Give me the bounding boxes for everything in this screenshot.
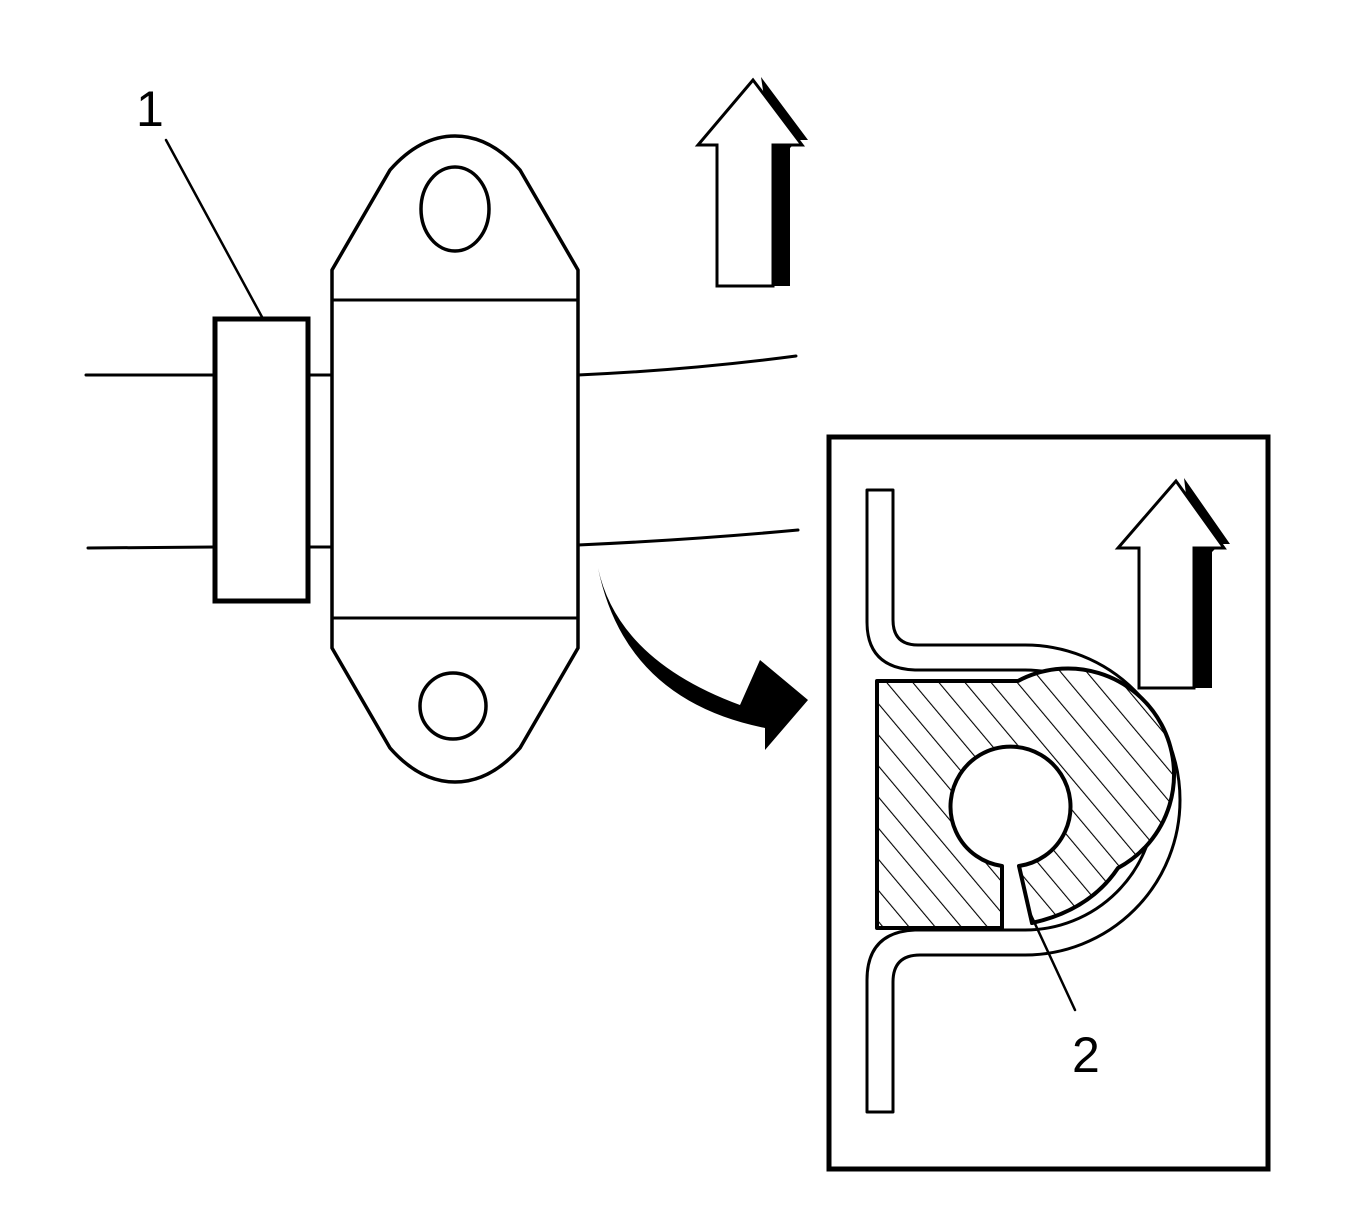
bushing-bracket xyxy=(330,134,580,784)
detail-inset: 2 xyxy=(826,434,1271,1172)
upper-mounting-hole xyxy=(419,165,491,253)
callout-2-leader xyxy=(1028,911,1077,1012)
callout-1-label: 1 xyxy=(136,81,164,137)
lower-mounting-hole xyxy=(418,671,488,741)
callout-1-leader xyxy=(164,138,264,319)
stabilizer-shaft xyxy=(84,354,800,550)
shaft-stop xyxy=(212,316,311,604)
bushing-cross-section xyxy=(875,666,1176,930)
up-arrow-icon xyxy=(1114,478,1230,690)
up-arrow-icon xyxy=(694,77,808,288)
callout-2-label: 2 xyxy=(1072,1027,1100,1083)
curved-arrow-icon xyxy=(598,568,808,750)
